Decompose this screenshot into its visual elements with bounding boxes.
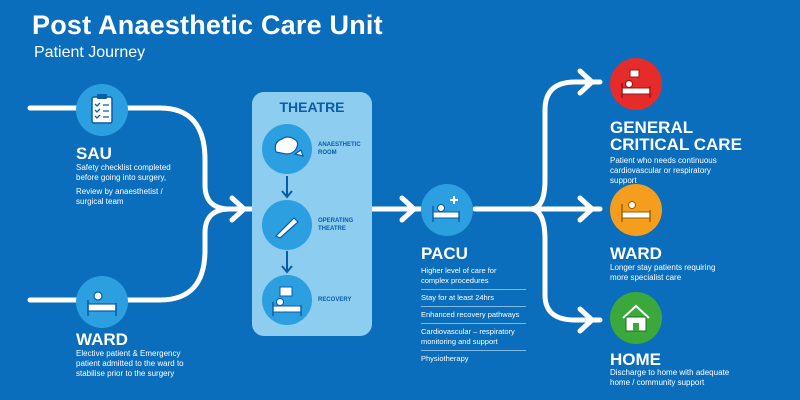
house-icon (610, 292, 662, 344)
arrowhead (577, 195, 595, 223)
arrowhead (229, 195, 247, 223)
theatre-title: THEATRE (279, 99, 345, 115)
ward-out-description: Longer stay patients requiring more spec… (610, 263, 716, 282)
pacu-list-item: Higher level of care for complex procedu… (421, 263, 526, 290)
home-description: Discharge to home with adequate home / c… (610, 368, 730, 387)
home-label: HOME (610, 350, 661, 369)
page-subtitle: Patient Journey (34, 44, 146, 61)
arrowhead (577, 68, 595, 96)
ward-bed-icon (610, 184, 662, 236)
pacu-list-item: Stay for at least 24hrs (421, 290, 526, 307)
ward-in-label: WARD (76, 330, 128, 349)
bed-plus-icon (421, 184, 473, 236)
critical-care-bed-icon (610, 58, 662, 110)
theatre-step-label: OPERATING THEATRE (318, 218, 354, 232)
scalpel-icon (262, 200, 312, 250)
pacu-list-item: Cardiovascular – respiratory monitoring … (421, 324, 526, 351)
ward-out-label: WARD (610, 244, 662, 263)
pacu-label: PACU (421, 244, 468, 263)
critical-care-description: Patient who needs continuous cardiovascu… (610, 156, 717, 185)
theatre-step-label: RECOVERY (318, 297, 352, 303)
home-connector (527, 206, 603, 323)
theatre-step-label: ANAESTHETIC ROOM (318, 142, 361, 156)
anaesthetic-brain-icon (262, 124, 312, 174)
pacu-list-item: Enhanced recovery pathways (421, 307, 526, 324)
patient-bed-icon (76, 276, 128, 328)
clipboard-checklist-icon (76, 84, 128, 136)
sau-description-2: Review by anaesthetist / surgical team (76, 187, 163, 206)
critical-care-label-line1: GENERAL (610, 118, 694, 137)
critical-care-label-line2: CRITICAL CARE (610, 135, 742, 154)
sau-label: SAU (76, 144, 112, 163)
critical-connector (527, 79, 603, 212)
recovery-bed-icon (262, 275, 312, 325)
sau-description-1: Safety checklist completed before going … (76, 163, 171, 182)
page-title: Post Anaesthetic Care Unit (32, 10, 383, 40)
pacu-list-item: Physiotherapy (421, 354, 469, 363)
arrowhead (399, 195, 417, 223)
arrowhead (577, 306, 595, 334)
ward-in-description: Elective patient & Emergency patient adm… (76, 349, 184, 378)
sau-connector (27, 105, 258, 212)
ward-connector (27, 206, 233, 303)
pacu-list: Higher level of care for complex procedu… (421, 263, 526, 367)
